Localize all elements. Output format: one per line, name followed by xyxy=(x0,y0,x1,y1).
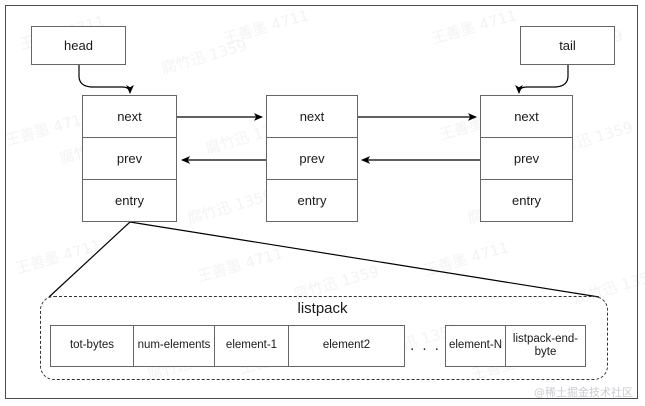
listpack-container xyxy=(40,296,608,380)
listpack-cell-label: num-elements xyxy=(137,339,211,352)
listpack-cell-label: listpack-end-byte xyxy=(512,332,579,358)
listpack-cell-row: tot-bytes num-elements element-1 element2 . … xyxy=(50,325,586,367)
node-1-cell-prev: prev xyxy=(83,138,176,180)
node-1-cell-next: next xyxy=(83,96,176,138)
node-2-cell-entry: entry xyxy=(297,193,327,208)
node-3-cell-entry: entry xyxy=(512,193,541,208)
node-2-cell-prev: prev xyxy=(267,138,357,180)
node-3-cell-prev: prev xyxy=(481,138,572,180)
head-pointer-label: head xyxy=(64,38,93,53)
listpack-ellipsis: . . . xyxy=(405,325,446,367)
listpack-cell-label: element-N xyxy=(448,339,503,352)
listpack-cell-2[interactable]: element-1 xyxy=(214,325,289,367)
quicklist-node-1[interactable]: next prev entry xyxy=(82,95,177,222)
listpack-cell-label: element-1 xyxy=(225,339,278,352)
tail-pointer-label: tail xyxy=(559,38,576,53)
listpack-cell-5[interactable]: element-N xyxy=(445,325,506,367)
listpack-cell-6[interactable]: listpack-end-byte xyxy=(505,325,586,367)
quicklist-node-3[interactable]: next prev entry xyxy=(480,95,573,222)
diagram-outer-frame xyxy=(5,5,638,399)
node-1-cell-entry: entry xyxy=(115,193,144,208)
node-2-cell-next: next xyxy=(267,96,357,138)
listpack-cell-label: element2 xyxy=(322,339,371,352)
head-pointer-box[interactable]: head xyxy=(31,26,126,65)
tail-pointer-box[interactable]: tail xyxy=(520,26,615,65)
listpack-cell-0[interactable]: tot-bytes xyxy=(50,325,134,367)
quicklist-node-2[interactable]: next prev entry xyxy=(266,95,358,222)
listpack-cell-1[interactable]: num-elements xyxy=(133,325,215,367)
listpack-cell-label: tot-bytes xyxy=(69,339,115,352)
node-3-cell-next: next xyxy=(481,96,572,138)
listpack-cell-3[interactable]: element2 xyxy=(288,325,405,367)
site-credit-watermark: @稀土掘金技术社区 xyxy=(534,386,633,399)
listpack-cell-label: . . . xyxy=(410,337,441,355)
listpack-title: listpack xyxy=(297,300,348,317)
